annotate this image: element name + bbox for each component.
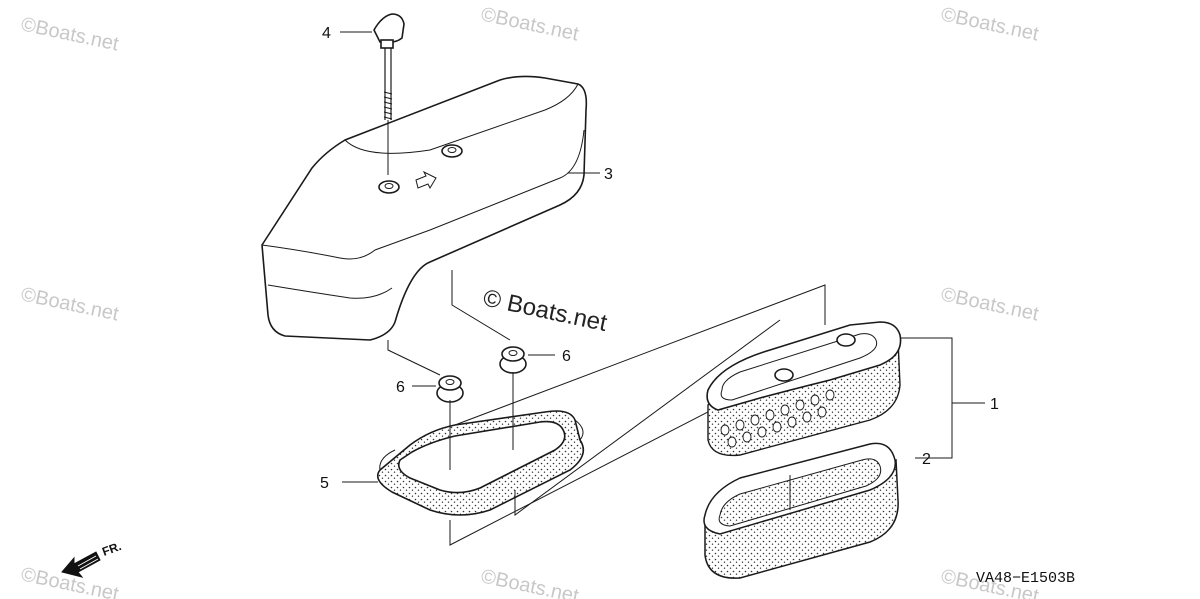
watermark-top-center: ©Boats.net — [479, 3, 581, 45]
air-cleaner-element — [706, 321, 902, 457]
watermark-mid-right: ©Boats.net — [939, 283, 1041, 325]
diagram-code: VA48−E1503B — [976, 570, 1075, 587]
air-cleaner-cover — [261, 75, 588, 341]
callout-1: 1 — [990, 396, 999, 413]
callout-6-left: 6 — [396, 379, 405, 396]
callout-5: 5 — [320, 475, 329, 492]
gasket — [376, 410, 585, 516]
callout-3: 3 — [604, 166, 613, 183]
foam-pre-cleaner — [703, 442, 899, 579]
watermark-top-right: ©Boats.net — [939, 3, 1041, 45]
direction-label: FR. — [100, 539, 123, 559]
watermark-top-left: ©Boats.net — [19, 13, 121, 55]
front-direction-arrow-icon — [61, 551, 101, 578]
grommet-right — [499, 346, 527, 374]
wing-bolt — [373, 13, 405, 175]
callout-6-right: 6 — [562, 348, 571, 365]
watermark-mid-left: ©Boats.net — [19, 283, 121, 325]
watermark-bottom-center: ©Boats.net — [479, 565, 581, 599]
grommet-left — [436, 375, 464, 403]
callout-4: 4 — [322, 25, 331, 42]
watermark-center: © Boats.net — [481, 284, 610, 337]
callout-2: 2 — [922, 451, 931, 468]
